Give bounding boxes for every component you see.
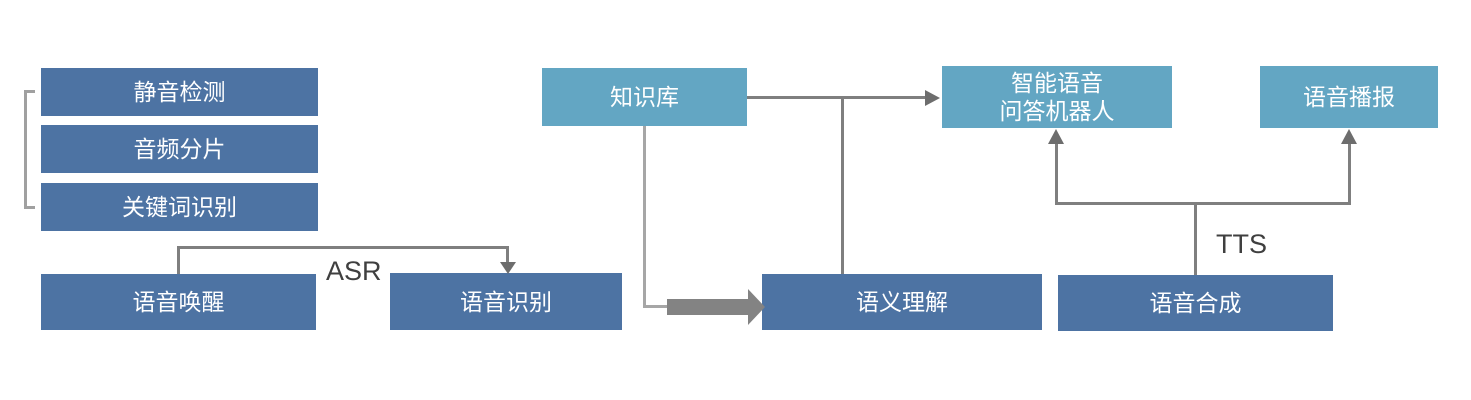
tts-fork-segment [1055,202,1351,205]
asr-arrowhead-down-icon [500,262,516,274]
node-silence-detection: 静音检测 [41,68,318,116]
tts-arrowhead-up-icon [1341,129,1357,144]
asr-arrow-segment [177,246,509,249]
node-qa-robot: 智能语音 问答机器人 [942,66,1172,128]
node-knowledge-base: 知识库 [542,68,747,126]
node-voice-broadcast: 语音播报 [1260,66,1438,128]
asr-arrow-segment [506,246,509,264]
knowledge-down-line [643,305,668,308]
thick-arrowhead-right-icon [748,289,765,325]
tts-fork-segment [1348,143,1351,204]
node-keyword-recognition: 关键词识别 [41,183,318,231]
asr-arrow-segment [177,246,180,274]
semantic-branch-line [841,96,844,274]
node-semantic-understanding: 语义理解 [762,274,1042,330]
tts-arrowhead-up-icon [1048,129,1064,144]
group-bracket [24,90,35,209]
node-speech-synthesis: 语音合成 [1058,275,1333,331]
node-audio-slicing: 音频分片 [41,125,318,173]
knowledge-down-line [643,126,646,307]
node-voice-wakeup: 语音唤醒 [41,274,316,330]
knowledge-to-robot-line [747,96,927,99]
node-speech-recognition: 语音识别 [390,273,622,330]
qa-robot-label-line2: 问答机器人 [999,98,1115,124]
asr-edge-label: ASR [326,256,382,286]
thick-arrow-shaft [667,299,749,315]
knowledge-to-robot-arrowhead-icon [925,90,940,106]
qa-robot-label-line1: 智能语音 [1011,70,1103,96]
tts-fork-segment [1194,203,1197,275]
tts-edge-label: TTS [1216,229,1267,259]
tts-fork-segment [1055,143,1058,204]
